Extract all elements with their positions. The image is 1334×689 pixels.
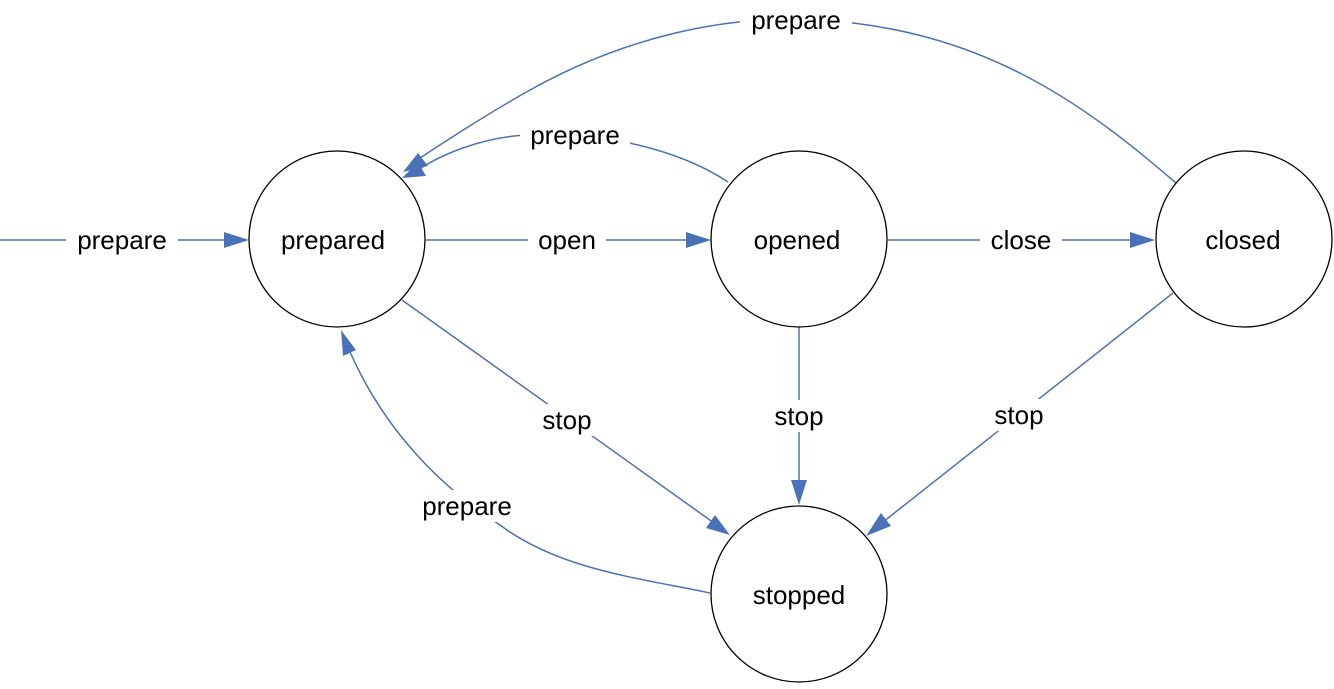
- edge-prepared-stop: stop: [401, 299, 730, 535]
- state-circle: [710, 150, 888, 328]
- arrowhead: [706, 515, 730, 535]
- edge-label: prepare: [422, 491, 512, 521]
- edge-label: stop: [994, 400, 1043, 430]
- edge-label: stop: [542, 405, 591, 435]
- edge-opened-close: close: [888, 224, 1155, 256]
- arrowhead: [403, 153, 428, 172]
- state-label: stopped: [753, 580, 846, 610]
- edge-closed-prepare: prepare: [403, 4, 1177, 184]
- edge-closed-stop: stop: [866, 292, 1174, 536]
- arrowhead: [1130, 232, 1155, 248]
- arrowhead: [791, 480, 807, 505]
- edge-label: prepare: [751, 5, 841, 35]
- state-circle: [710, 505, 888, 683]
- state-circle: [248, 150, 426, 328]
- state-label: prepared: [281, 225, 385, 255]
- arrowhead: [866, 513, 891, 536]
- arrowhead: [224, 232, 249, 248]
- state-node-opened[interactable]: opened: [710, 150, 888, 328]
- edge-label: open: [538, 225, 596, 255]
- edge-opened-stop: stop: [764, 327, 834, 505]
- edge-label: close: [991, 225, 1052, 255]
- state-node-prepared[interactable]: prepared: [248, 150, 426, 328]
- edge-prepared-open: open: [426, 224, 711, 256]
- edge-label: prepare: [530, 120, 620, 150]
- edge-init-prepare: prepare: [0, 224, 249, 256]
- arrowhead: [341, 330, 356, 356]
- state-label: closed: [1205, 225, 1280, 255]
- state-node-closed[interactable]: closed: [1155, 150, 1333, 328]
- edge-label: stop: [774, 401, 823, 431]
- state-label: opened: [754, 225, 841, 255]
- edge-opened-prepare: prepare: [402, 119, 729, 183]
- edge-line: [349, 351, 711, 594]
- state-circle: [1155, 150, 1333, 328]
- state-node-stopped[interactable]: stopped: [710, 505, 888, 683]
- arrowhead: [686, 232, 711, 248]
- edge-stopped-prepare: prepare: [341, 330, 711, 594]
- edge-label: prepare: [77, 225, 167, 255]
